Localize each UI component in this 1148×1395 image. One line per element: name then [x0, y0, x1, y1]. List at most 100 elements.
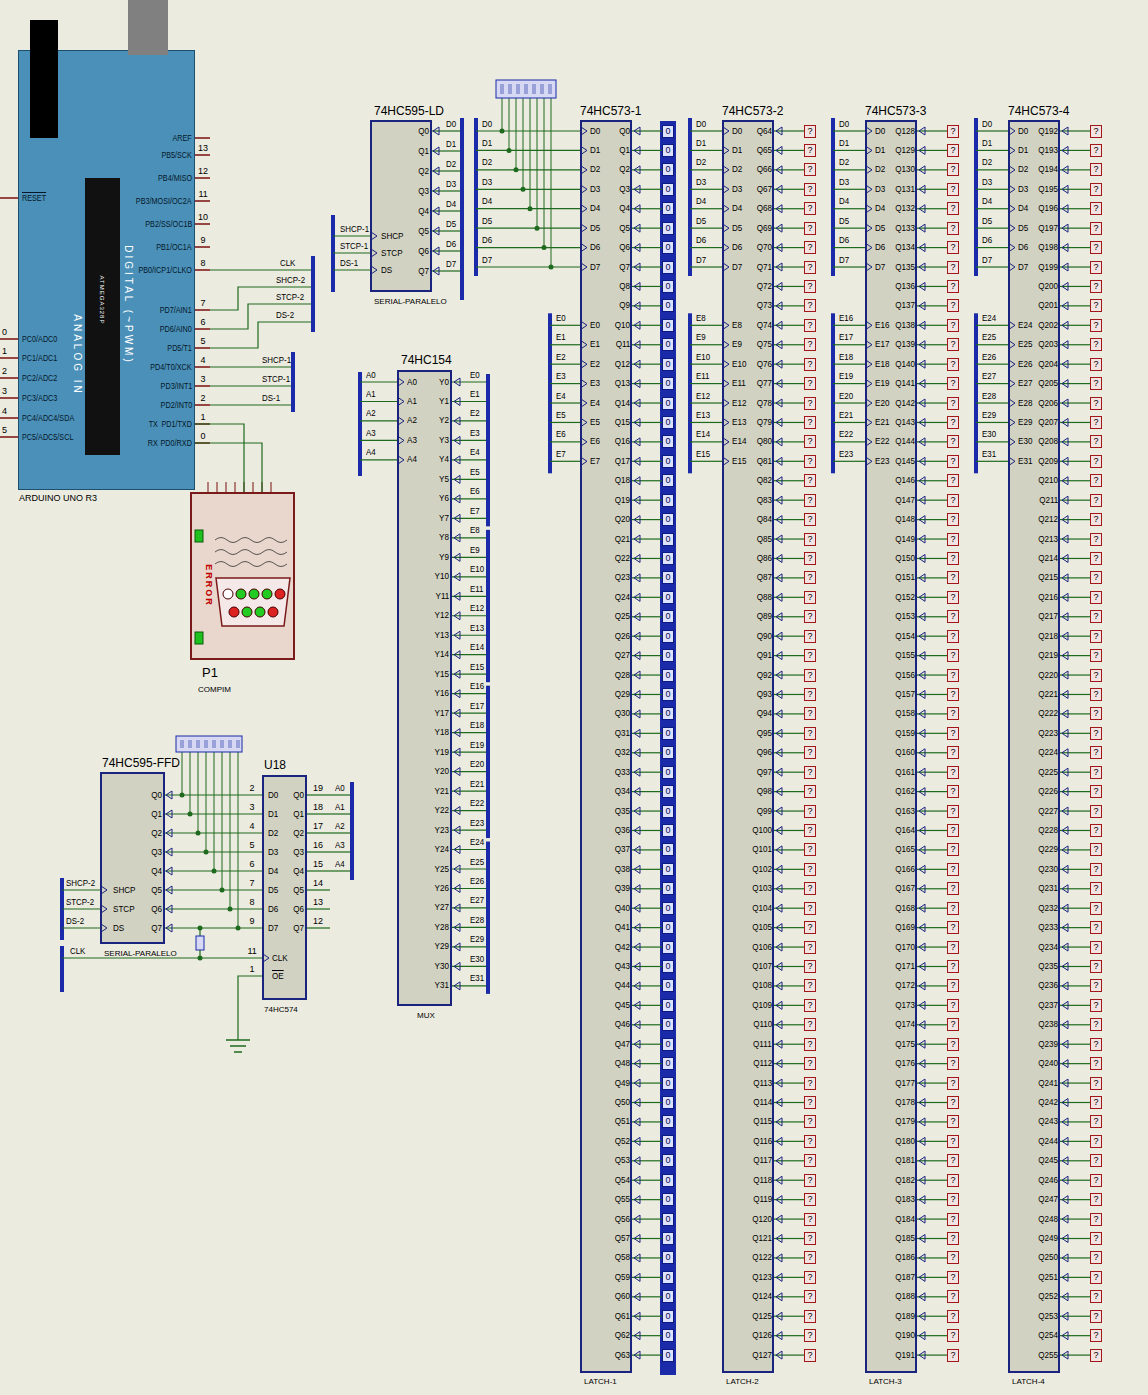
pin-label: Q168: [895, 904, 915, 913]
pin-marker: [776, 943, 782, 951]
resistor-pack: [212, 740, 216, 748]
logic-probe: 0: [662, 1154, 674, 1167]
pin-marker: [454, 826, 460, 834]
wire: [774, 1277, 804, 1278]
part-name: ARDUINO UNO R3: [19, 494, 97, 503]
pin-label: Q107: [752, 962, 772, 971]
logic-probe: ?: [1090, 533, 1102, 546]
pin-label: PB2/SS/OC1B: [145, 220, 192, 229]
wire: [774, 1005, 804, 1006]
pin-number: 6: [201, 318, 206, 327]
pin-marker: [634, 904, 640, 912]
wire: [307, 908, 330, 909]
pin-label: Y7: [439, 514, 449, 523]
pin-line: [0, 397, 18, 399]
pin-label: E2: [590, 360, 600, 369]
logic-probe: ?: [947, 474, 959, 487]
pin-label: Q236: [1038, 981, 1058, 990]
bus-line: [291, 352, 295, 412]
pin-label: Q199: [1038, 263, 1058, 272]
pin-marker: [454, 709, 460, 717]
pin-marker: [919, 729, 925, 737]
logic-probe: ?: [947, 688, 959, 701]
pin-label: D5: [1018, 224, 1028, 233]
wire: [632, 1102, 662, 1103]
pin-number: 1: [201, 413, 206, 422]
wire: [1060, 383, 1090, 384]
logic-probe: ?: [804, 1310, 816, 1323]
pin-marker: [433, 267, 439, 275]
pin-marker: [1062, 127, 1068, 135]
pin-marker: [581, 380, 587, 388]
wire: [774, 1044, 804, 1045]
wire: [632, 364, 662, 365]
logic-probe: ?: [804, 494, 816, 507]
wire: [1060, 1296, 1090, 1297]
wire: [976, 461, 1008, 462]
pin-label: Q3: [619, 185, 630, 194]
pin-marker: [1062, 1293, 1068, 1301]
pin-label: Q193: [1038, 146, 1058, 155]
pin-label: Q3: [293, 848, 304, 857]
pin-label: Q130: [895, 165, 915, 174]
pin-label: Q156: [895, 671, 915, 680]
wire: [333, 235, 370, 236]
net-label: E2: [556, 353, 566, 362]
pin-label: Q232: [1038, 904, 1058, 913]
pin-label: Q56: [615, 1215, 630, 1224]
pin-marker: [634, 477, 640, 485]
logic-probe: ?: [804, 1271, 816, 1284]
logic-probe: ?: [804, 1213, 816, 1226]
pin-marker: [723, 166, 729, 174]
pin-marker: [634, 710, 640, 718]
net-label: D3: [446, 180, 456, 189]
net-label: E28: [470, 916, 484, 925]
pin-marker: [1062, 574, 1068, 582]
pin-marker: [776, 632, 782, 640]
resistor-pack: [220, 740, 224, 748]
logic-probe: ?: [804, 960, 816, 973]
logic-probe: ?: [947, 222, 959, 235]
wire: [198, 752, 199, 833]
pin-marker: [723, 341, 729, 349]
pin-label: Q23: [615, 573, 630, 582]
pin-label: Q225: [1038, 768, 1058, 777]
wire: [452, 771, 488, 772]
pin-label: Q95: [757, 729, 772, 738]
pin-marker: [1062, 768, 1068, 776]
wire: [833, 189, 865, 190]
net-label: D4: [482, 197, 492, 206]
pin-marker: [866, 418, 872, 426]
wire: [690, 169, 722, 170]
pin-number: 3: [201, 375, 206, 384]
wire: [917, 402, 947, 403]
pin-marker: [371, 249, 377, 257]
pin-marker: [776, 477, 782, 485]
wire: [432, 250, 462, 251]
pin-label: Q167: [895, 884, 915, 893]
wire: [774, 325, 804, 326]
pin-marker: [919, 360, 925, 368]
logic-probe: 0: [662, 1174, 674, 1187]
pin-marker: [723, 244, 729, 252]
logic-probe: ?: [947, 882, 959, 895]
wire: [632, 597, 662, 598]
wire: [502, 98, 503, 131]
pin-marker: [919, 1137, 925, 1145]
pin-label: Q86: [757, 554, 772, 563]
pin-marker: [1062, 1040, 1068, 1048]
pin-marker: [581, 438, 587, 446]
logic-probe: ?: [804, 688, 816, 701]
logic-probe: ?: [1090, 1251, 1102, 1264]
wire: [1060, 1354, 1090, 1355]
pin-marker: [776, 788, 782, 796]
ground-symbol: [226, 1039, 250, 1041]
pin-label: D3: [732, 185, 742, 194]
bus-line: [688, 313, 692, 473]
pin-label: Q251: [1038, 1273, 1058, 1282]
wire: [632, 305, 662, 306]
pin-number: 12: [198, 167, 208, 176]
logic-probe: ?: [804, 1018, 816, 1031]
pin-marker: [634, 146, 640, 154]
part-name: 74HC573-2: [722, 105, 783, 117]
